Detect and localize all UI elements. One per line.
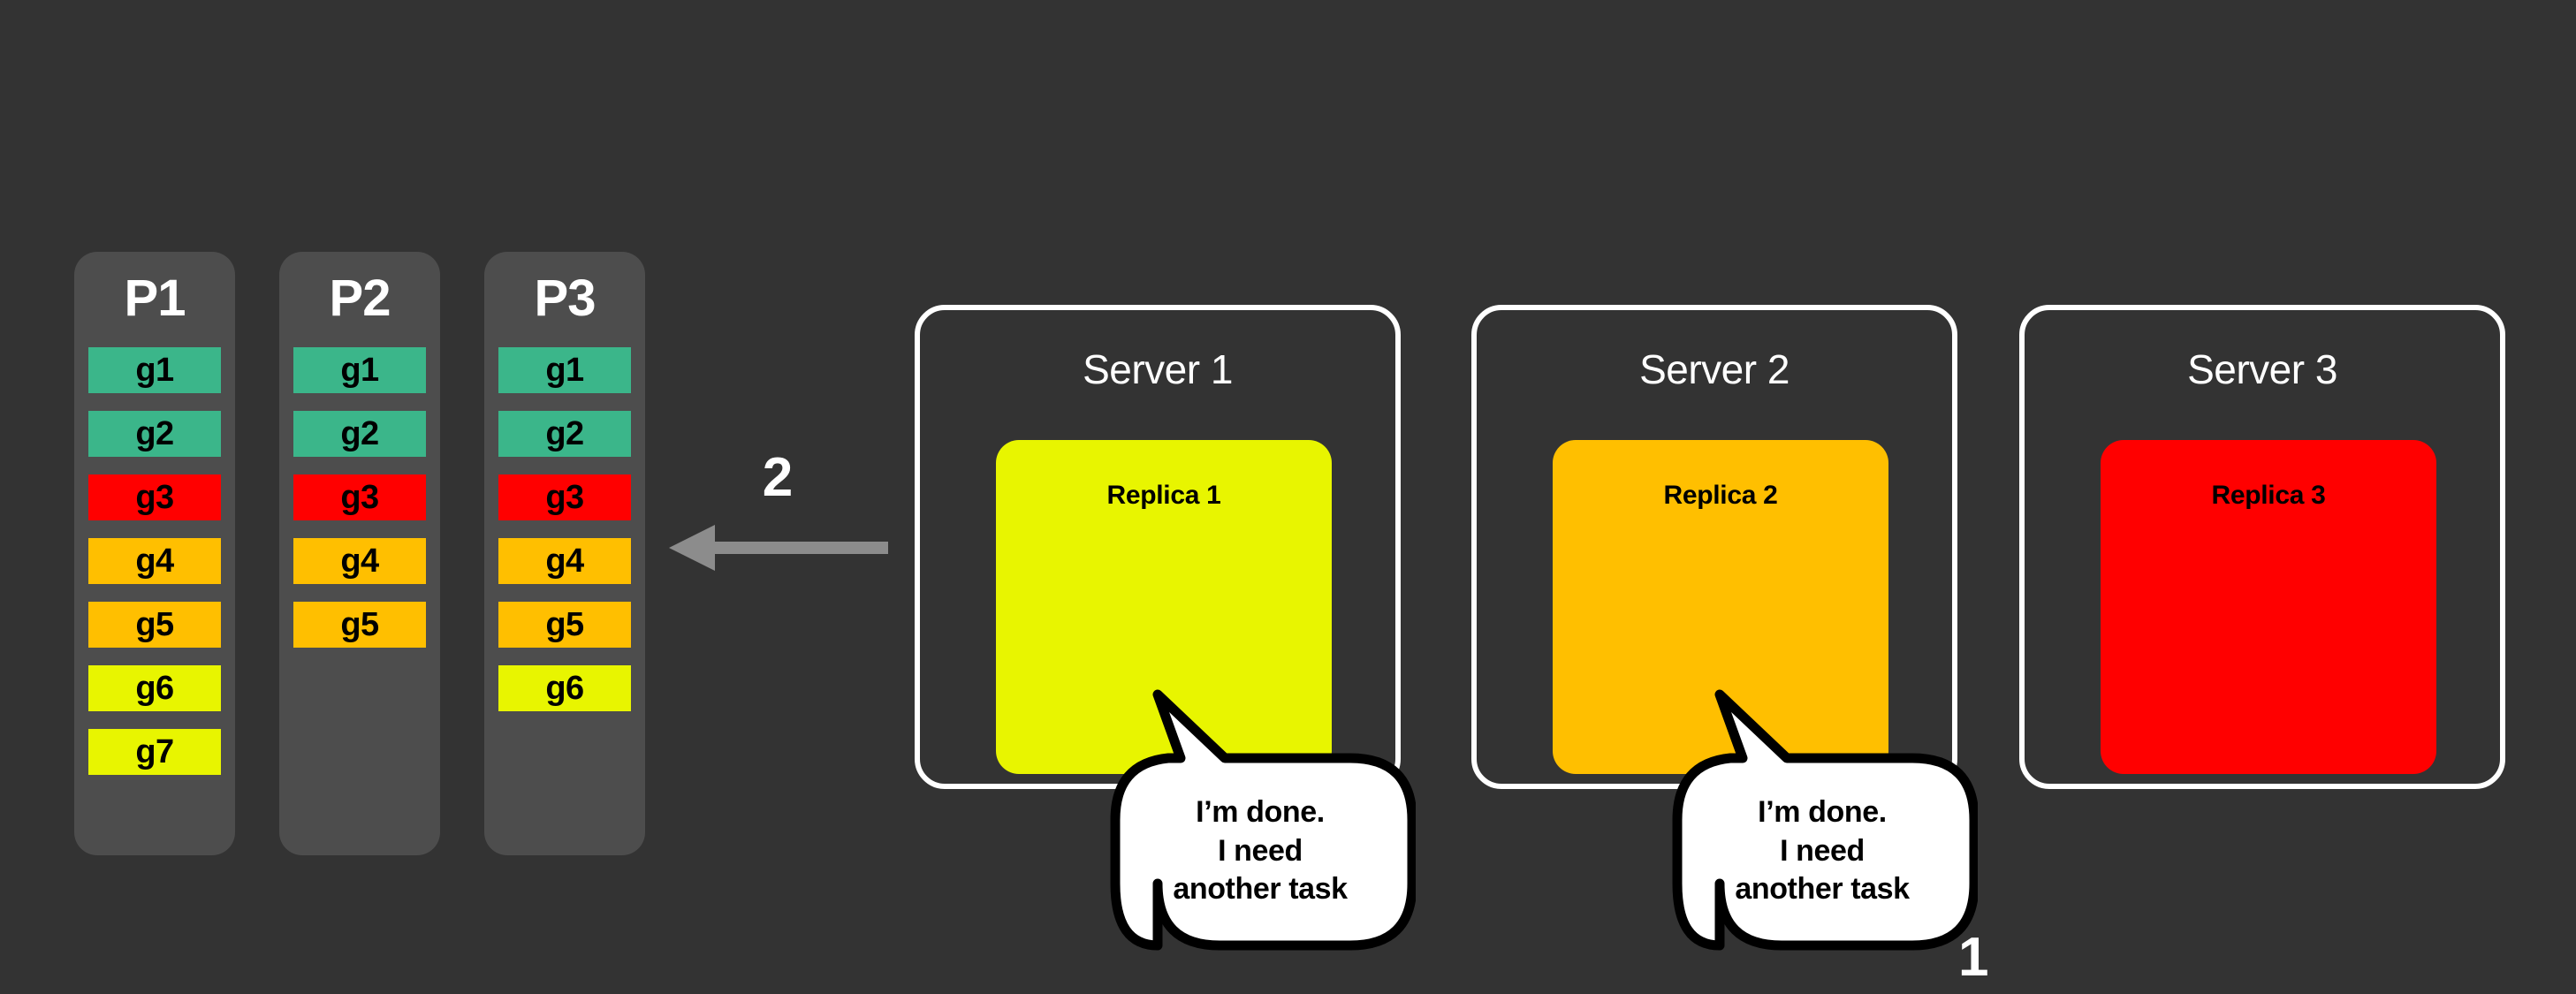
replica-2-box[interactable]: Replica 2 (1553, 440, 1888, 774)
chip-label: g5 (545, 606, 584, 643)
step-number-2: 2 (762, 447, 794, 508)
speech-bubble-1-text: I’m done. I need another task (1173, 795, 1348, 907)
chip-label: g1 (545, 352, 584, 389)
replica-3-label: Replica 3 (2211, 481, 2326, 510)
speech-bubble-1-shape (1110, 689, 1416, 951)
partition-p1: P1 g1 g2 g3 g4 g5 g6 g7 (74, 252, 235, 855)
chip-label: g4 (545, 543, 584, 580)
partition-p1-title: P1 (124, 269, 186, 327)
list-item[interactable]: g4 (88, 538, 221, 584)
left-arrow-icon (669, 525, 888, 571)
partition-p2: P2 g1 g2 g3 g4 g5 (279, 252, 440, 855)
speech-bubble-2-shape (1672, 689, 1978, 951)
list-item[interactable]: g2 (498, 411, 631, 457)
list-item[interactable]: g7 (88, 729, 221, 775)
replica-1-label: Replica 1 (1106, 481, 1221, 510)
server-2-title: Server 2 (1639, 346, 1790, 392)
chip-label: g2 (135, 415, 174, 452)
list-item[interactable]: g4 (498, 538, 631, 584)
speech-bubble-2: I’m done. I need another task (1667, 689, 1978, 954)
partition-p1-items: g1 g2 g3 g4 g5 g6 g7 (88, 347, 221, 793)
list-item[interactable]: g3 (88, 474, 221, 520)
chip-label: g1 (135, 352, 174, 389)
step-number-1: 1 (1958, 927, 1989, 988)
list-item[interactable]: g3 (498, 474, 631, 520)
replica-2-label: Replica 2 (1663, 481, 1778, 510)
chip-label: g3 (545, 479, 584, 516)
step-2-arrow-group: 2 (667, 451, 888, 574)
chip-label: g4 (340, 543, 379, 580)
list-item[interactable]: g4 (293, 538, 426, 584)
chip-label: g5 (135, 606, 174, 643)
replica-3-box[interactable]: Replica 3 (2101, 440, 2436, 774)
server-3-box: Server 3 Replica 3 (2019, 305, 2505, 789)
server-1-box: Server 1 Replica 1 (915, 305, 1401, 789)
list-item[interactable]: g6 (498, 665, 631, 711)
list-item[interactable]: g6 (88, 665, 221, 711)
chip-label: g2 (545, 415, 584, 452)
partition-p3-items: g1 g2 g3 g4 g5 g6 (498, 347, 631, 729)
speech-bubble-1: I’m done. I need another task (1105, 689, 1416, 954)
chip-label: g4 (135, 543, 174, 580)
server-1-title: Server 1 (1083, 346, 1233, 392)
speech-bubble-2-text: I’m done. I need another task (1735, 795, 1910, 907)
list-item[interactable]: g2 (293, 411, 426, 457)
list-item[interactable]: g5 (293, 602, 426, 648)
partition-p2-items: g1 g2 g3 g4 g5 (293, 347, 426, 665)
chip-label: g5 (340, 606, 379, 643)
chip-label: g2 (340, 415, 379, 452)
list-item[interactable]: g3 (293, 474, 426, 520)
list-item[interactable]: g2 (88, 411, 221, 457)
list-item[interactable]: g1 (498, 347, 631, 393)
list-item[interactable]: g1 (293, 347, 426, 393)
list-item[interactable]: g1 (88, 347, 221, 393)
partition-p3: P3 g1 g2 g3 g4 g5 g6 (484, 252, 645, 855)
server-2-box: Server 2 Replica 2 (1471, 305, 1957, 789)
chip-label: g3 (340, 479, 379, 516)
chip-label: g1 (340, 352, 379, 389)
partition-p2-title: P2 (329, 269, 391, 327)
chip-label: g6 (545, 670, 584, 707)
chip-label: g6 (135, 670, 174, 707)
chip-label: g7 (135, 733, 174, 770)
partition-p3-title: P3 (534, 269, 597, 327)
chip-label: g3 (135, 479, 174, 516)
list-item[interactable]: g5 (498, 602, 631, 648)
server-3-title: Server 3 (2187, 346, 2337, 392)
list-item[interactable]: g5 (88, 602, 221, 648)
